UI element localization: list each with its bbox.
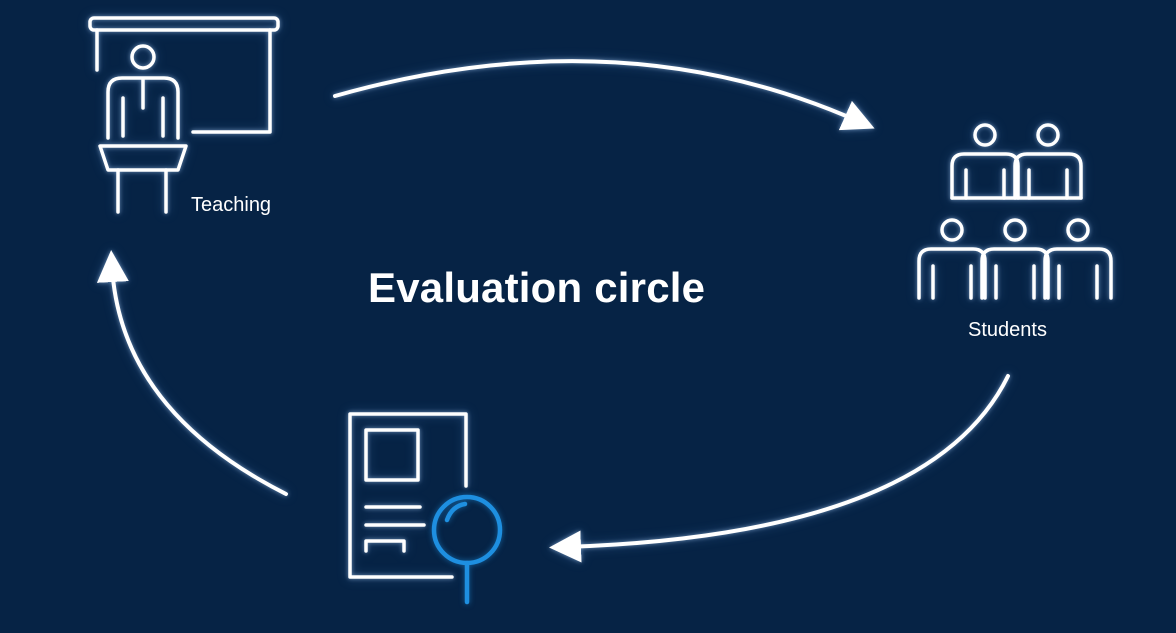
diagram-title: Evaluation circle [368,264,706,311]
arrow-students-to-evaluation [549,374,1010,563]
arrow-teaching-to-students [333,59,875,131]
teacher-podium-icon [88,16,280,214]
teaching-label: Teaching [191,194,272,216]
document-magnifier-icon [348,412,503,605]
students-label: Students [968,319,1047,341]
students-group-icon [917,123,1113,300]
arrow-evaluation-to-teaching [96,250,288,496]
